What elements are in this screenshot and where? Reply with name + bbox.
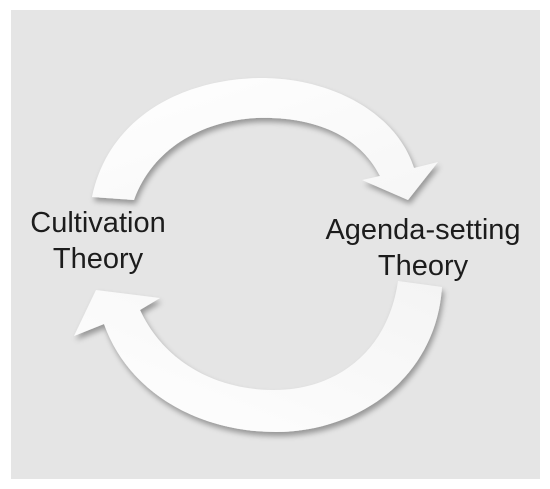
arrow-left-to-right: [92, 77, 438, 200]
node-label-line1: Agenda-setting: [325, 214, 521, 246]
node-label-line2: Theory: [377, 250, 469, 282]
node-agenda-setting-theory: Agenda-setting Theory: [318, 212, 528, 284]
arrow-right-to-left: [74, 281, 442, 432]
node-label-line1: Cultivation: [30, 207, 166, 239]
node-cultivation-theory: Cultivation Theory: [18, 205, 178, 277]
node-label-line2: Theory: [52, 243, 144, 275]
